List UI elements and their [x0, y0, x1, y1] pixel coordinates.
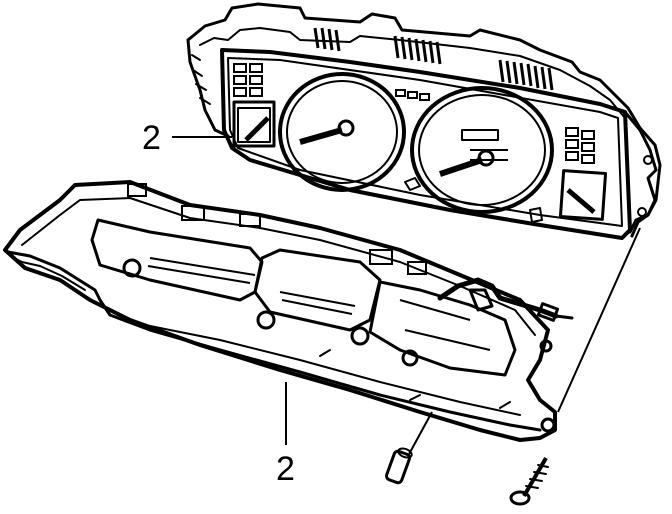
cluster-bezel-tray — [3, 180, 574, 442]
wiring-harness — [437, 277, 559, 319]
mounting-screw — [509, 456, 549, 506]
right-indicator-lamps — [565, 127, 595, 164]
bezel-left-lip — [6, 250, 102, 302]
gauge-cluster — [186, 2, 662, 240]
center-indicator-lamps — [395, 89, 430, 101]
housing-vent-fins — [313, 27, 554, 91]
bezel-left-window — [90, 218, 264, 302]
callout-upper: 2 — [142, 119, 161, 157]
gauge-face-panel — [220, 48, 632, 240]
left-indicator-lamps — [233, 63, 263, 97]
bezel-top-clips — [127, 183, 427, 275]
bulb-socket — [384, 447, 413, 485]
fuel-gauge — [232, 100, 276, 148]
bezel-outer-edge — [3, 180, 557, 442]
cluster-housing-outline — [186, 2, 662, 238]
tachometer-gauge — [410, 86, 554, 214]
bezel-center-window — [253, 248, 382, 332]
temperature-gauge — [558, 169, 608, 221]
speedometer-gauge — [278, 72, 406, 192]
bulb-alignment-line — [407, 411, 433, 457]
bezel-bottom-skirt — [98, 298, 542, 432]
callout-lower: 2 — [276, 450, 295, 488]
right-mounting-bracket — [623, 110, 658, 234]
bezel-screw-bosses — [122, 258, 556, 433]
alignment-line — [557, 227, 641, 413]
